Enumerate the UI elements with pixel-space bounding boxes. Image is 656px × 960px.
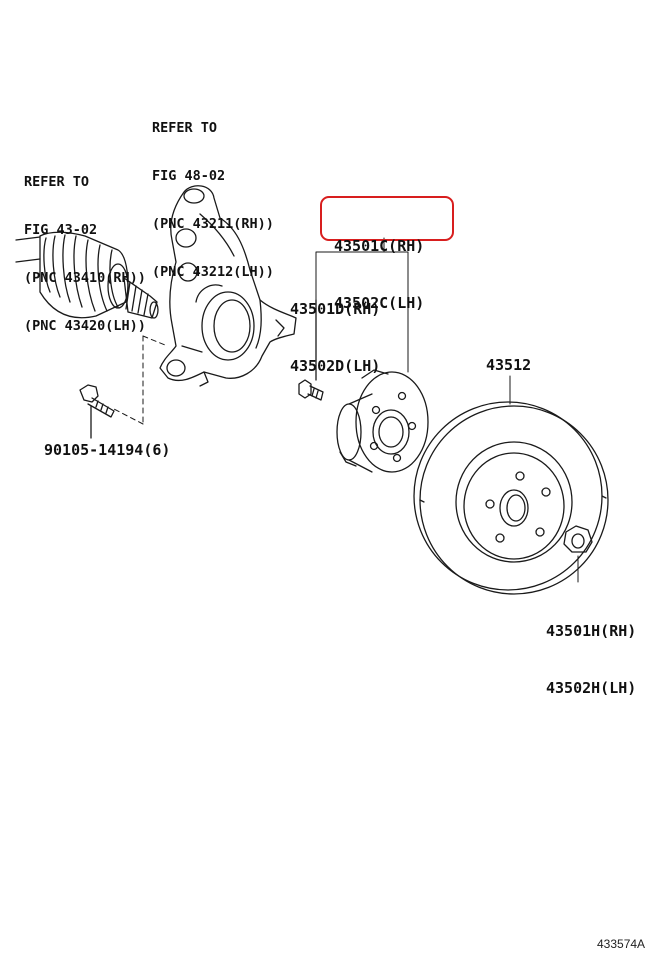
highlight-box xyxy=(320,196,454,241)
label-shaft-ref: REFER TO FIG 43-02 (PNC 43410(RH)) (PNC … xyxy=(24,174,146,334)
steering-knuckle xyxy=(159,185,297,387)
brake-disc xyxy=(413,401,609,595)
label-disc: 43512 xyxy=(486,356,532,374)
drive-shaft-cv-joint xyxy=(15,231,159,319)
label-hub-bearing: 43501C(RH) 43502C(LH) xyxy=(334,237,425,312)
label-knuckle-ref: REFER TO FIG 48-02 (PNC 43211(RH)) (PNC … xyxy=(152,120,274,280)
hub-bolt xyxy=(298,299,324,401)
hub-bearing-assembly xyxy=(336,369,429,473)
figure-number: 433574A xyxy=(597,937,646,951)
label-nut: 43501H(RH) 43502H(LH) xyxy=(546,622,637,697)
label-hub-bolt: 43501D(RH) 43502D(LH) xyxy=(290,300,381,375)
knuckle-bolt xyxy=(79,384,115,439)
label-knuckle-bolt: 90105-14194(6) xyxy=(44,441,171,459)
hub-nut xyxy=(563,525,593,583)
